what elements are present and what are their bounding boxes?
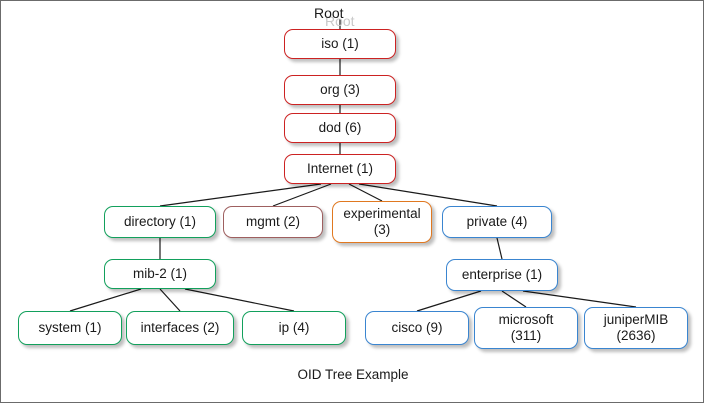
edge-enterprise-to-juniperMIB — [522, 290, 637, 308]
node-system[interactable]: system (1) — [18, 311, 122, 345]
figure-caption: OID Tree Example — [297, 367, 409, 382]
node-label-juniperMIB: juniperMIB (2636) — [603, 312, 669, 343]
edge-enterprise-to-cisco — [416, 290, 482, 312]
node-microsoft[interactable]: microsoft (311) — [474, 307, 578, 349]
node-label-cisco: cisco (9) — [391, 320, 443, 336]
node-label-iso: iso (1) — [321, 36, 359, 52]
node-label-private: private (4) — [466, 214, 528, 230]
node-mgmt[interactable]: mgmt (2) — [223, 206, 323, 238]
node-experimental[interactable]: experimental (3) — [332, 201, 432, 243]
node-private[interactable]: private (4) — [442, 206, 552, 238]
edge-mib2-to-system — [69, 288, 142, 312]
edge-mib2-to-ip — [184, 288, 295, 312]
node-ip[interactable]: ip (4) — [242, 311, 346, 345]
node-label-mib2: mib-2 (1) — [132, 266, 187, 282]
node-label-interfaces: interfaces (2) — [140, 320, 220, 336]
edge-internet-to-directory — [159, 183, 322, 207]
node-label-dod: dod (6) — [318, 120, 362, 136]
node-iso[interactable]: iso (1) — [284, 29, 396, 59]
edge-mib2-to-interfaces — [159, 288, 181, 312]
node-label-internet: Internet (1) — [306, 161, 374, 177]
node-org[interactable]: org (3) — [284, 75, 396, 105]
node-label-org: org (3) — [320, 82, 360, 98]
node-interfaces[interactable]: interfaces (2) — [126, 311, 234, 345]
node-label-enterprise: enterprise (1) — [461, 267, 543, 283]
node-dod[interactable]: dod (6) — [284, 113, 396, 143]
root-label: Root — [314, 5, 344, 21]
edge-internet-to-mgmt — [272, 183, 332, 207]
node-label-ip: ip (4) — [278, 320, 310, 336]
node-enterprise[interactable]: enterprise (1) — [446, 259, 558, 291]
node-label-system: system (1) — [38, 320, 102, 336]
node-label-experimental: experimental (3) — [343, 206, 421, 237]
node-label-microsoft: microsoft (311) — [498, 312, 554, 343]
node-juniperMIB[interactable]: juniperMIB (2636) — [584, 307, 688, 349]
node-mib2[interactable]: mib-2 (1) — [104, 259, 216, 289]
edge-private-to-enterprise — [496, 237, 503, 260]
node-cisco[interactable]: cisco (9) — [365, 311, 469, 345]
edge-enterprise-to-microsoft — [501, 290, 527, 308]
node-label-mgmt: mgmt (2) — [246, 214, 300, 230]
node-label-directory: directory (1) — [123, 214, 196, 230]
edge-internet-to-experimental — [348, 183, 383, 202]
node-internet[interactable]: Internet (1) — [284, 154, 396, 184]
node-directory[interactable]: directory (1) — [104, 206, 216, 238]
